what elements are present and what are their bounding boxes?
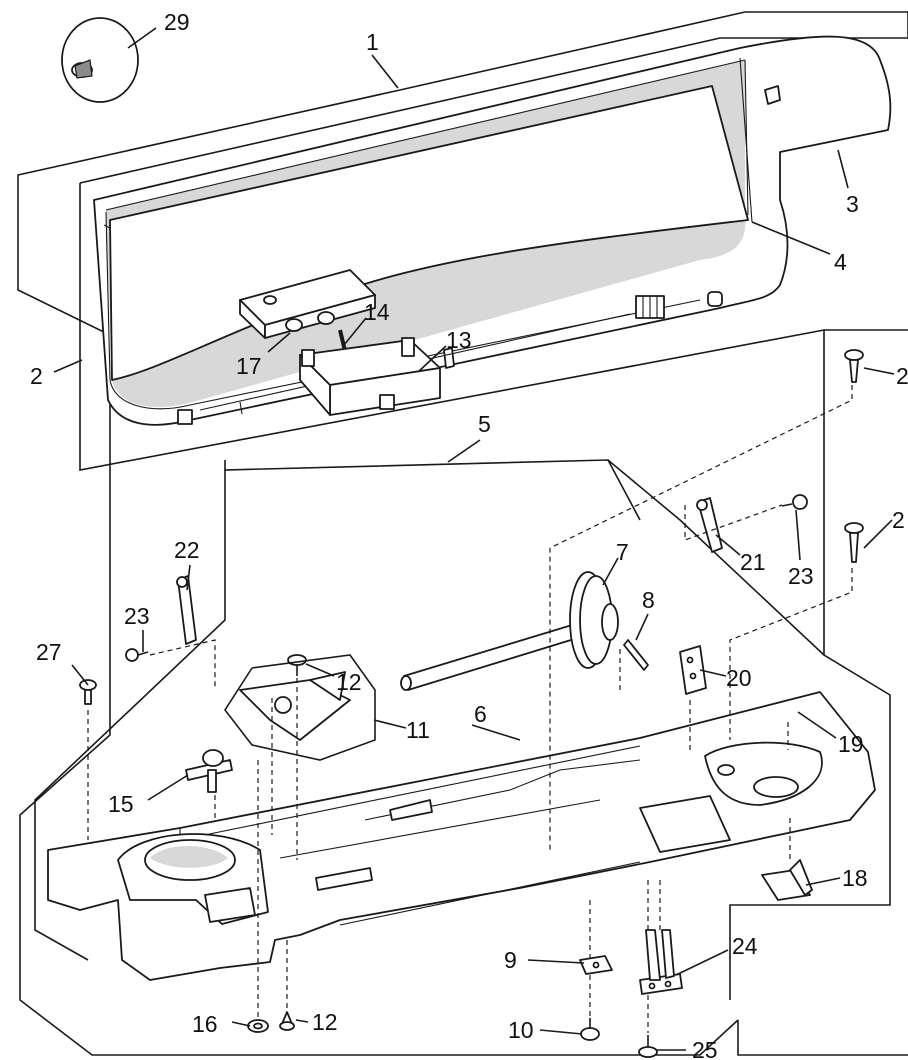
callout-5: 5 xyxy=(478,411,491,437)
callout-15: 15 xyxy=(108,791,134,817)
callout-13: 13 xyxy=(446,327,472,353)
callout-27: 27 xyxy=(36,639,62,665)
callout-8: 8 xyxy=(642,587,655,613)
outer-frame-boundary xyxy=(399,11,908,91)
callout-18: 18 xyxy=(842,865,868,891)
part-20-plate xyxy=(679,645,707,695)
outer-frame-left xyxy=(17,89,739,1056)
callout-11: 11 xyxy=(406,717,430,743)
callout-3: 3 xyxy=(846,191,859,217)
part-18-bracket xyxy=(761,859,813,901)
callout-12-bottom: 12 xyxy=(312,1009,338,1035)
part-13-bracket xyxy=(299,337,441,416)
callout-4: 4 xyxy=(834,249,847,275)
part-11-latch xyxy=(224,654,376,761)
part-17-cap xyxy=(239,269,376,339)
callout-29: 29 xyxy=(164,9,190,35)
callout-16: 16 xyxy=(192,1011,218,1037)
part-23-screw-right xyxy=(781,494,808,510)
callout-2-right-top: 2 xyxy=(896,363,908,389)
cover-details xyxy=(177,85,781,425)
callout-2-left: 2 xyxy=(30,363,43,389)
callout-25: 25 xyxy=(692,1037,718,1060)
part-6-base xyxy=(47,691,876,981)
part-2-screw-mid xyxy=(844,522,864,563)
part-27-screw xyxy=(79,679,97,705)
part-8-pin xyxy=(623,639,649,671)
leader-lines xyxy=(53,27,895,1051)
upper-box-frame-left xyxy=(79,183,908,471)
callout-21: 21 xyxy=(740,549,766,575)
frame-gap-5 xyxy=(607,459,641,521)
part-12-screw-top xyxy=(287,654,307,676)
right-side-frame xyxy=(729,330,891,1000)
part-7-spool-pin xyxy=(400,571,619,691)
callout-9: 9 xyxy=(504,947,517,973)
callout-7: 7 xyxy=(616,539,629,565)
callout-6: 6 xyxy=(474,701,487,727)
subassembly-5-frame xyxy=(224,459,825,656)
callout-17: 17 xyxy=(236,353,262,379)
part-16-nut xyxy=(247,1019,269,1033)
callout-12-top: 12 xyxy=(336,669,362,695)
callout-23-left: 23 xyxy=(124,603,150,629)
assembly-dashed-lines xyxy=(87,385,853,1033)
part-9-bracket xyxy=(579,955,613,975)
callout-1: 1 xyxy=(366,29,379,55)
part-29-spool-cap xyxy=(61,17,139,103)
callout-10: 10 xyxy=(508,1017,534,1043)
callout-22: 22 xyxy=(174,537,200,563)
subassembly-5-left xyxy=(34,470,226,961)
part-12-screw-bottom xyxy=(279,1011,295,1031)
callout-24: 24 xyxy=(732,933,758,959)
part-23-screw-left xyxy=(125,648,149,662)
callout-2-right-mid: 2 xyxy=(892,507,905,533)
part-25-foot xyxy=(638,1035,658,1058)
part-2-screw-top xyxy=(844,349,864,383)
part-22-clip xyxy=(176,575,197,645)
part-21-clip xyxy=(696,497,723,553)
callout-14: 14 xyxy=(364,299,390,325)
right-lower-frame xyxy=(737,1020,908,1056)
callout-20: 20 xyxy=(726,665,752,691)
callout-19: 19 xyxy=(838,731,864,757)
part-24-hook-bracket xyxy=(639,929,683,995)
part-15-guide xyxy=(185,749,233,793)
callout-23-right: 23 xyxy=(788,563,814,589)
part-10-foot xyxy=(580,1018,600,1041)
